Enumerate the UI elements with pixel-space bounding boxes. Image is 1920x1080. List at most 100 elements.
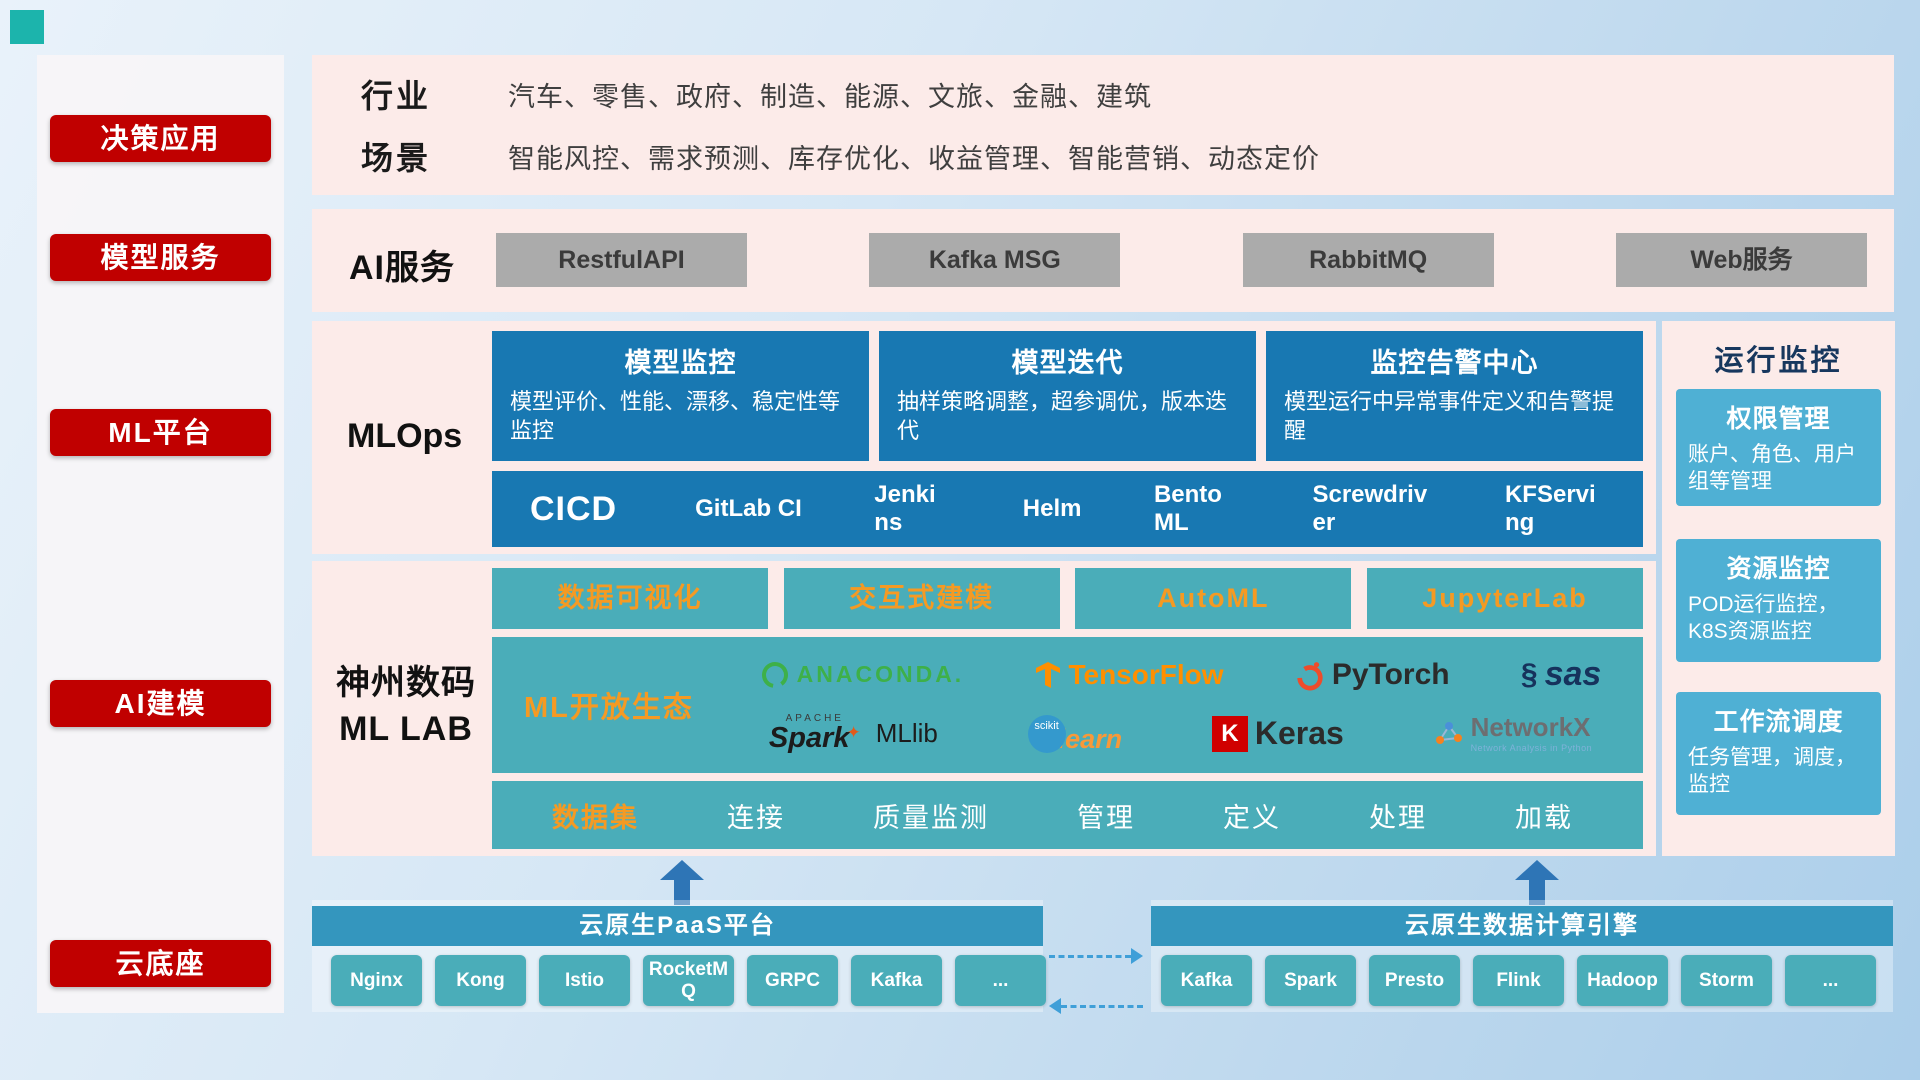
anaconda-wordmark: ANACONDA. — [796, 661, 965, 687]
dataset-item-load: 加载 — [1515, 802, 1573, 833]
ai-service-buttons: RestfulAPI Kafka MSG RabbitMQ Web服务 — [496, 233, 1867, 287]
interactive-modeling-button[interactable]: 交互式建模 — [783, 568, 1060, 629]
spark-wordmark-stack: APACHE Spark✦ — [769, 714, 861, 753]
card-desc: POD运行监控，K8S资源监控 — [1688, 593, 1839, 644]
pytorch-logo: PyTorch — [1295, 658, 1450, 692]
ecosystem-logos-row2: APACHE Spark✦ MLlib scikit learn K Keras — [724, 712, 1637, 755]
industry-scene-panel: 行业 汽车、零售、政府、制造、能源、文旅、金融、建筑 场景 智能风控、需求预测、… — [312, 55, 1894, 195]
paas-chips: Nginx Kong Istio RocketMQ GRPC Kafka ... — [331, 955, 1046, 1006]
card-title: 模型迭代 — [1011, 348, 1124, 378]
networkx-wordmark-stack: NetworkX Network Analysis in Python — [1471, 712, 1593, 753]
model-monitoring-card: 模型监控 模型评价、性能、漂移、稳定性等监控 — [492, 331, 869, 461]
tensorflow-icon — [1036, 661, 1061, 688]
workflow-scheduling-card: 工作流调度 任务管理，调度，监控 — [1676, 692, 1881, 815]
dashed-arrow-to-paas — [1049, 998, 1143, 1014]
jupyterlab-button[interactable]: JupyterLab — [1366, 568, 1643, 629]
engine-chips: Kafka Spark Presto Flink Hadoop Storm ..… — [1161, 955, 1876, 1006]
mllab-label-line1: 神州数码 — [336, 664, 476, 702]
dataset-item-quality-monitor: 质量监测 — [873, 802, 989, 833]
corner-accent-square — [10, 10, 44, 44]
engine-chip-storm[interactable]: Storm — [1681, 955, 1772, 1006]
paas-chip-kafka[interactable]: Kafka — [851, 955, 942, 1006]
sidebar-item-cloud-base[interactable]: 云底座 — [50, 940, 271, 987]
scikit-learn-dot-icon: scikit — [1027, 714, 1066, 753]
scikit-caption: scikit — [1034, 719, 1059, 732]
sidebar-item-ml-platform[interactable]: ML平台 — [50, 409, 271, 456]
card-desc: 任务管理，调度，监控 — [1688, 746, 1856, 797]
mllab-feature-buttons: 数据可视化 交互式建模 AutoML JupyterLab — [492, 568, 1643, 629]
arrow-head — [1515, 860, 1559, 880]
paas-chip-nginx[interactable]: Nginx — [331, 955, 422, 1006]
scikit-learn-logo: scikit learn — [1027, 712, 1122, 755]
dashed-arrow-to-engine — [1049, 948, 1143, 964]
sidebar-item-ai-modeling[interactable]: AI建模 — [50, 680, 271, 727]
card-title: 监控告警中心 — [1370, 348, 1539, 378]
spark-mllib-logo: APACHE Spark✦ MLlib — [769, 714, 938, 753]
tool-helm: Helm — [1022, 495, 1082, 523]
sidebar-item-model-service[interactable]: 模型服务 — [50, 234, 271, 281]
industry-label: 行业 — [361, 78, 432, 114]
mllab-label-line2: ML LAB — [339, 709, 473, 748]
ml-open-ecosystem-box: ML开放生态 ANACONDA. TensorFlow — [492, 637, 1643, 773]
cicd-tools: GitLab CI Jenkins Helm BentoML Screwdriv… — [695, 481, 1605, 536]
mlops-cards: 模型监控 模型评价、性能、漂移、稳定性等监控 模型迭代 抽样策略调整，超参调优，… — [492, 331, 1643, 461]
card-desc: 账户、角色、用户组等管理 — [1688, 443, 1856, 494]
card-title: 工作流调度 — [1713, 708, 1844, 736]
up-arrow-data-engine — [1515, 860, 1559, 905]
up-arrow-paas — [660, 860, 704, 905]
dashed-line — [1061, 1004, 1143, 1008]
paas-chip-more[interactable]: ... — [955, 955, 1046, 1006]
tool-kfserving: KFServing — [1504, 481, 1596, 536]
ml-open-ecosystem-label: ML开放生态 — [524, 692, 694, 724]
engine-chip-presto[interactable]: Presto — [1369, 955, 1460, 1006]
paas-chip-grpc[interactable]: GRPC — [747, 955, 838, 1006]
data-engine-title: 云原生数据计算引擎 — [1405, 912, 1639, 939]
alert-center-card: 监控告警中心 模型运行中异常事件定义和告警提醒 — [1266, 331, 1643, 461]
ai-service-panel: AI服务 RestfulAPI Kafka MSG RabbitMQ Web服务 — [312, 209, 1894, 312]
sas-logo: § sas — [1521, 655, 1601, 694]
arrow-stem — [674, 880, 690, 905]
apache-caption: APACHE — [785, 713, 844, 724]
resource-monitoring-card: 资源监控 POD运行监控，K8S资源监控 — [1676, 539, 1881, 662]
permission-management-card: 权限管理 账户、角色、用户组等管理 — [1676, 389, 1881, 506]
card-desc: 模型运行中异常事件定义和告警提醒 — [1284, 389, 1615, 443]
automl-button[interactable]: AutoML — [1075, 568, 1352, 629]
anaconda-ring-icon — [761, 661, 788, 688]
engine-chip-hadoop[interactable]: Hadoop — [1577, 955, 1668, 1006]
scene-line: 场景 智能风控、需求预测、库存优化、收益管理、智能营销、动态定价 — [312, 133, 1894, 179]
engine-chip-spark[interactable]: Spark — [1265, 955, 1356, 1006]
paas-chip-istio[interactable]: Istio — [539, 955, 630, 1006]
paas-chip-rocketmq[interactable]: RocketMQ — [643, 955, 734, 1006]
runtime-monitor-title: 运行监控 — [1714, 345, 1843, 377]
kafka-msg-button[interactable]: Kafka MSG — [869, 233, 1121, 287]
tool-jenkins: Jenkins — [874, 481, 936, 536]
arrow-head-left — [1049, 998, 1061, 1014]
ecosystem-logos-row1: ANACONDA. TensorFlow PyTorch — [724, 655, 1637, 694]
data-visualization-button[interactable]: 数据可视化 — [492, 568, 768, 629]
mllab-label: 神州数码 ML LAB — [322, 661, 490, 753]
industry-list: 汽车、零售、政府、制造、能源、文旅、金融、建筑 — [508, 81, 1152, 112]
dataset-item-connect: 连接 — [727, 802, 785, 833]
sas-wordmark: sas — [1544, 655, 1602, 693]
rabbitmq-button[interactable]: RabbitMQ — [1242, 233, 1494, 287]
networkx-graph-icon — [1435, 722, 1462, 745]
card-title: 权限管理 — [1726, 405, 1831, 433]
keras-logo: K Keras — [1211, 715, 1344, 752]
paas-platform-title: 云原生PaaS平台 — [579, 912, 776, 939]
dataset-item-manage: 管理 — [1077, 802, 1135, 833]
pytorch-wordmark: PyTorch — [1331, 657, 1450, 691]
engine-chip-flink[interactable]: Flink — [1473, 955, 1564, 1006]
ai-service-label: AI服务 — [349, 249, 455, 287]
sidebar-item-decision-application[interactable]: 决策应用 — [50, 115, 271, 162]
restful-api-button[interactable]: RestfulAPI — [496, 233, 747, 287]
keras-k-icon: K — [1211, 715, 1248, 752]
engine-chip-more[interactable]: ... — [1785, 955, 1876, 1006]
card-title: 资源监控 — [1726, 555, 1831, 583]
web-service-button[interactable]: Web服务 — [1615, 233, 1867, 287]
spark-star-icon: ✦ — [846, 723, 861, 742]
keras-wordmark: Keras — [1254, 715, 1344, 751]
card-desc: 模型评价、性能、漂移、稳定性等监控 — [510, 389, 841, 443]
engine-chip-kafka[interactable]: Kafka — [1161, 955, 1252, 1006]
paas-chip-kong[interactable]: Kong — [435, 955, 526, 1006]
